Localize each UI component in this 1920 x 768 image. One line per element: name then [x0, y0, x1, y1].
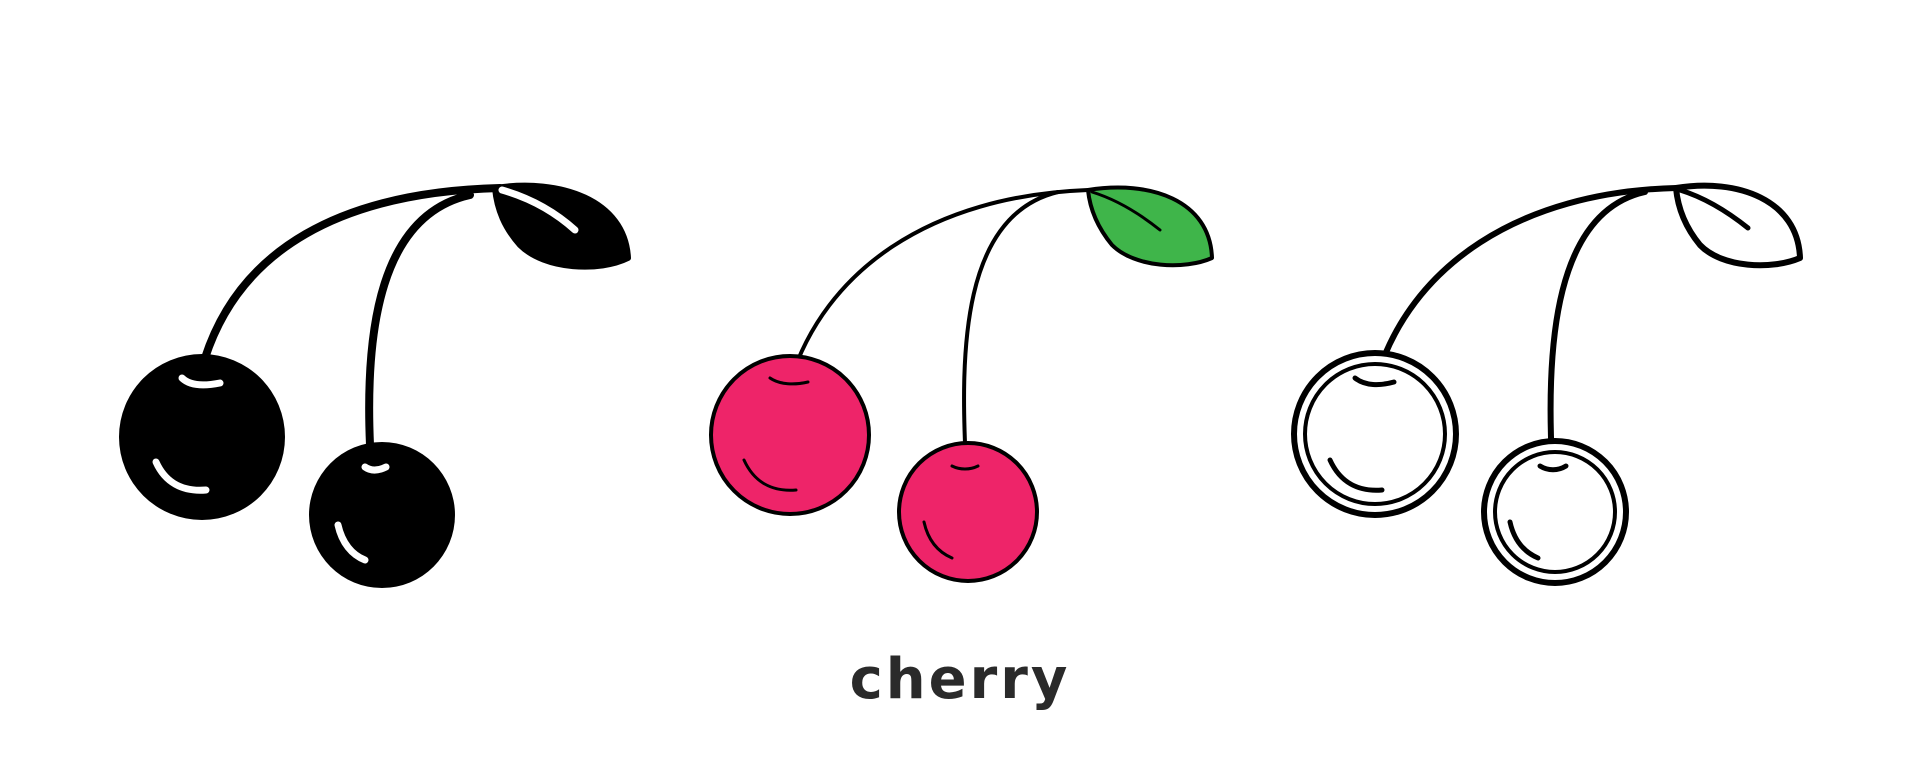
- caption-text: cherry: [849, 647, 1071, 712]
- cherry-glyph-icon: [119, 182, 631, 588]
- cherry-colored-icon: [709, 185, 1214, 583]
- cherry-outline-icon: [1291, 182, 1803, 586]
